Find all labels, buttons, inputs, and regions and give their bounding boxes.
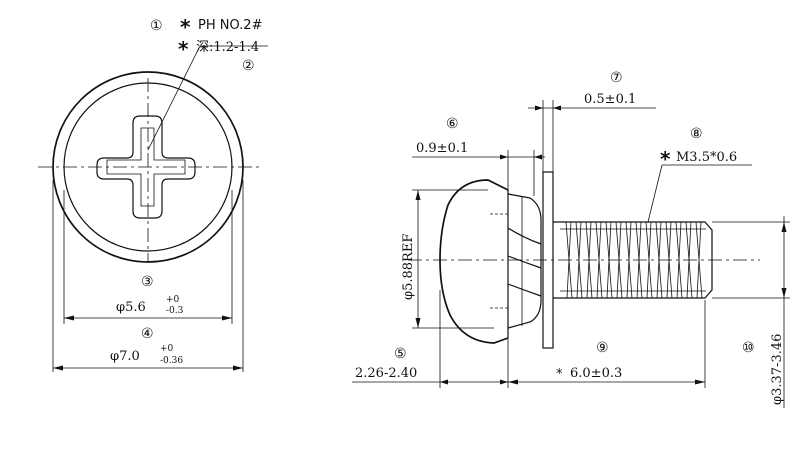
slot-label: 0.9±0.1: [416, 141, 468, 156]
head-inner-circle: [63, 82, 233, 252]
phillips-recess-outline: [96, 115, 196, 219]
inner-dia-arrow-left: [64, 315, 74, 321]
drive-type-label: PH NO.2#: [198, 18, 262, 33]
callout-3: ③: [141, 274, 154, 290]
callout-7: ⑦: [610, 70, 623, 86]
shank-length-arrow-right: [695, 379, 705, 385]
minor-dia-arrow-top: [781, 222, 787, 232]
inner-dia-label: φ5.6: [116, 300, 146, 315]
head-height-arrow-bottom: [415, 318, 421, 328]
head-outer-circle: [52, 71, 244, 263]
outer-dia-tol-lower: -0.36: [160, 356, 183, 366]
side-view: ⑥ 0.9±0.1 ⑦ 0.5±0.1 ⑧ * M3.5*0.6 φ5.88RE…: [352, 70, 790, 408]
head-height-arrow-top: [415, 190, 421, 200]
thread-leader-line: [647, 164, 663, 223]
critical-mark-2: *: [178, 37, 189, 61]
recess-depth-label: 深:1.2-1.4: [196, 40, 259, 55]
phillips-recess-inner: [106, 127, 186, 207]
flat-washer: [542, 171, 554, 349]
spring-washer-split: [507, 227, 542, 297]
outer-dia-arrow-left: [53, 365, 63, 371]
screw-head-dome: [439, 179, 509, 344]
callout-2: ②: [242, 58, 255, 74]
thread-roots: [566, 221, 702, 299]
head-length-arrow-left: [440, 379, 448, 385]
slot-arrow-left: [500, 154, 508, 160]
threaded-shank: [553, 221, 713, 299]
outer-dia-label: φ7.0: [110, 349, 140, 364]
callout-8: ⑧: [690, 126, 703, 142]
inner-dia-arrow-right: [222, 315, 232, 321]
drive-leader-line: [147, 45, 201, 151]
thread-label: M3.5*0.6: [676, 150, 737, 165]
head-height-label: φ5.88REF: [401, 234, 416, 300]
shank-length-arrow-left: [508, 379, 518, 385]
shank-length-label: 6.0±0.3: [570, 366, 622, 381]
callout-9: ⑨: [596, 340, 609, 356]
spring-washer: [507, 193, 542, 329]
critical-mark-3: *: [660, 147, 671, 171]
callout-5: ⑤: [394, 346, 407, 362]
minor-dia-arrow-bottom: [781, 288, 787, 298]
outer-dia-arrow-right: [233, 365, 243, 371]
slot-arrow-right: [534, 154, 542, 160]
head-length-label: 2.26-2.40: [355, 366, 417, 381]
inner-dia-tol-lower: -0.3: [166, 306, 184, 316]
outer-dia-tol-upper: +0: [160, 344, 174, 354]
callout-4: ④: [141, 326, 154, 342]
minor-dia-label: φ3.37-3.46: [770, 334, 785, 405]
callout-1: ①: [150, 18, 163, 34]
critical-mark-1: *: [180, 15, 191, 39]
critical-mark-4: *: [556, 367, 563, 382]
callout-6: ⑥: [446, 116, 459, 132]
washer-arrow-left: [535, 105, 543, 111]
front-view: ① * PH NO.2# * 深:1.2-1.4 ② ③ φ5.6 +0 -0.…: [38, 15, 268, 372]
inner-dia-tol-upper: +0: [166, 295, 180, 305]
callout-10: ⑩: [742, 340, 755, 356]
washer-arrow-right: [553, 105, 561, 111]
head-length-arrow-right: [500, 379, 508, 385]
washer-label: 0.5±0.1: [584, 92, 636, 107]
